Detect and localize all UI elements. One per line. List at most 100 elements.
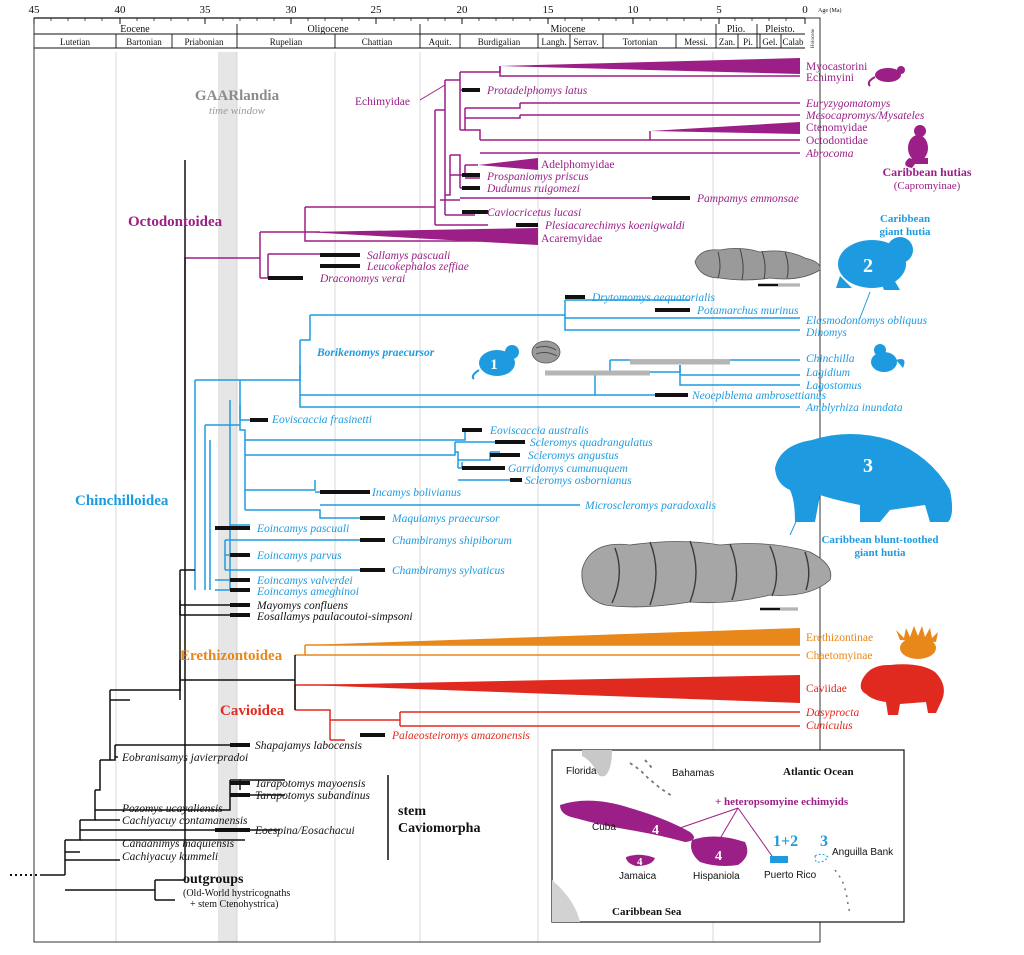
taxon-scleromys-quadrangulatus: Scleromys quadrangulatus xyxy=(530,437,653,449)
map-number-3: 3 xyxy=(820,833,828,850)
taxon-microscleromys: Microscleromys paradoxalis xyxy=(584,500,717,512)
taxon-erethizontinae: Erethizontinae xyxy=(806,632,873,644)
label-caribbean-hutias: Caribbean hutias xyxy=(882,165,971,179)
taxon-cuniculus: Cuniculus xyxy=(806,720,853,732)
tooth-1-image-icon xyxy=(531,340,561,364)
map-anguilla-bank xyxy=(814,853,829,863)
taxon-chaetomyinae: Chaetomyinae xyxy=(806,650,872,662)
taxon-echimyini: Echimyini xyxy=(806,72,854,84)
map-label-heteropsomyine: + heteropsomyine echimyids xyxy=(715,796,849,808)
taxon-tarapotomys-subandinus: Tarapotomys subandinus xyxy=(255,790,370,802)
map-label-hispaniola: Hispaniola xyxy=(693,871,740,882)
tooth-3-image-icon xyxy=(581,540,832,608)
taxon-chinchilla: Chinchilla xyxy=(806,353,855,365)
tick-45: 45 xyxy=(29,4,41,16)
taxon-drytomomys: Drytomomys aequatorialis xyxy=(591,292,716,304)
octodontoidea-branches xyxy=(184,66,800,480)
taxon-shapajamys: Shapajamys labocensis xyxy=(255,740,363,752)
map-lesser-antilles xyxy=(834,869,851,915)
map-bahamas xyxy=(629,759,673,797)
hutia-silhouette-icon xyxy=(905,125,928,168)
epoch-pleistocene: Pleisto. xyxy=(765,24,795,35)
erethizontoidea-branches xyxy=(295,644,800,656)
taxon-scleromys-angustus: Scleromys angustus xyxy=(528,450,619,462)
taxon-neoepiblema: Neoepiblema ambrosettianus xyxy=(691,390,827,402)
map-puerto-rico xyxy=(770,856,788,863)
epoch-pliocene: Plio. xyxy=(727,24,746,35)
caribbean-map-inset xyxy=(551,749,905,923)
taxon-leucokephalos: Leucokephalos zeffiae xyxy=(366,261,469,273)
taxon-prospaniomys: Prospaniomys priscus xyxy=(486,171,589,183)
taxon-maquiamys: Maquiamys praecursor xyxy=(391,513,500,525)
gaar-window-band xyxy=(218,52,237,942)
map-cuba xyxy=(560,800,694,842)
stem-backbone-branches xyxy=(40,160,296,901)
map-hetero-pointer-3 xyxy=(737,807,773,857)
taxon-cachiyacuy-kummeli: Cachiyacuy kummeli xyxy=(122,851,218,863)
map-hetero-pointer-1 xyxy=(679,807,739,829)
taxon-dasyprocta: Dasyprocta xyxy=(805,707,859,719)
taxon-scleromys-osbornianus: Scleromys osbornianus xyxy=(525,475,632,487)
stage-zanclean: Zan. xyxy=(719,37,735,47)
label-giant-hutia-1: Caribbean xyxy=(880,213,930,225)
taxon-adelphomyidae: Adelphomyidae xyxy=(541,159,614,171)
stage-serravallian: Serrav. xyxy=(573,37,598,47)
taxon-cachiyacuy-contamanensis: Cachiyacuy contamanensis xyxy=(122,815,248,827)
map-south-america xyxy=(552,880,580,922)
taxon-protadelphomys: Protadelphomys latus xyxy=(486,85,588,97)
taxon-eoviscaccia-australis: Eoviscaccia australis xyxy=(489,425,589,437)
stage-messinian: Messi. xyxy=(684,37,708,47)
taxon-caviidae: Caviidae xyxy=(806,683,847,695)
map-hetero-pointer-2 xyxy=(717,807,739,843)
taxon-eoincamys-pascuali: Eoincamys pascuali xyxy=(256,523,349,535)
taxon-garridomys: Garridomys cumunuquem xyxy=(508,463,628,475)
wedge-adelphomyidae xyxy=(478,158,538,170)
taxon-eosallamys: Eosallamys paulacoutoi-simpsoni xyxy=(256,611,413,623)
stage-chattian: Chattian xyxy=(362,37,393,47)
stage-tortonian: Tortonian xyxy=(623,37,658,47)
map-label-cuba: Cuba xyxy=(592,822,616,833)
capybara-silhouette-icon xyxy=(860,664,944,715)
taxon-elasmodontomys: Elasmodontomys obliquus xyxy=(805,315,928,327)
taxon-euryzygomatomys: Euryzygomatomys xyxy=(805,98,891,110)
wedge-acaremyidae xyxy=(305,228,538,245)
taxon-amblyrhiza: Amblyrhiza inundata xyxy=(805,402,903,414)
stage-lutetian: Lutetian xyxy=(60,37,90,47)
taxon-eobranisamys: Eobranisamys javierpradoi xyxy=(121,752,248,764)
stem-chinchilloid-taxa: Mayomys confluens Eosallamys paulacoutoi… xyxy=(256,600,413,623)
giant-hutia-silhouette-icon xyxy=(836,237,913,290)
label-stem: stem xyxy=(398,804,426,819)
tick-0: 0 xyxy=(802,4,808,16)
label-giant-hutia-2: giant hutia xyxy=(879,226,931,238)
taxon-palaeosteiromys: Palaeosteiromys amazonensis xyxy=(391,730,530,742)
myocastor-silhouette-icon xyxy=(867,66,905,87)
tick-20: 20 xyxy=(457,4,469,16)
tick-35: 35 xyxy=(200,4,212,16)
echimyidae-callout-line xyxy=(419,84,446,101)
number-3: 3 xyxy=(863,455,873,477)
label-outgroups-sub2: + stem Ctenohystrica) xyxy=(190,899,278,910)
taxon-dinomys: Dinomys xyxy=(805,327,847,339)
taxon-acaremyidae: Acaremyidae xyxy=(541,233,602,245)
wedge-myocastorini xyxy=(500,58,800,74)
porcupine-silhouette-icon xyxy=(896,626,938,659)
stem-caviomorph-taxa: Shapajamys labocensis Eobranisamys javie… xyxy=(121,740,370,863)
taxon-tarapotomys-mayoensis: Tarapotomys mayoensis xyxy=(255,778,366,790)
label-outgroups-sub1: (Old-World hystricognaths xyxy=(183,888,290,899)
gaar-title: GAARlandia xyxy=(195,88,280,104)
branch-echimyini xyxy=(499,66,800,77)
stage-priabonian: Priabonian xyxy=(185,37,224,47)
taxon-eoespina: Eoespina/Eosachacui xyxy=(254,825,355,837)
taxon-lagidium: Lagidium xyxy=(805,367,850,379)
map-florida xyxy=(582,750,612,777)
chinchilloidea-taxa: Drytomomys aequatorialis Potamarchus mur… xyxy=(256,292,928,598)
taxon-myocastorini: Myocastorini xyxy=(806,61,867,73)
fossil-range-bars xyxy=(215,88,690,832)
label-blunt-toothed-1: Caribbean blunt-toothed xyxy=(821,534,938,546)
taxon-abrocoma: Abrocoma xyxy=(805,148,854,160)
label-chinchilloidea: Chinchilloidea xyxy=(75,493,169,509)
tick-25: 25 xyxy=(371,4,383,16)
map-label-jamaica: Jamaica xyxy=(619,871,657,882)
epoch-eocene: Eocene xyxy=(120,24,150,35)
